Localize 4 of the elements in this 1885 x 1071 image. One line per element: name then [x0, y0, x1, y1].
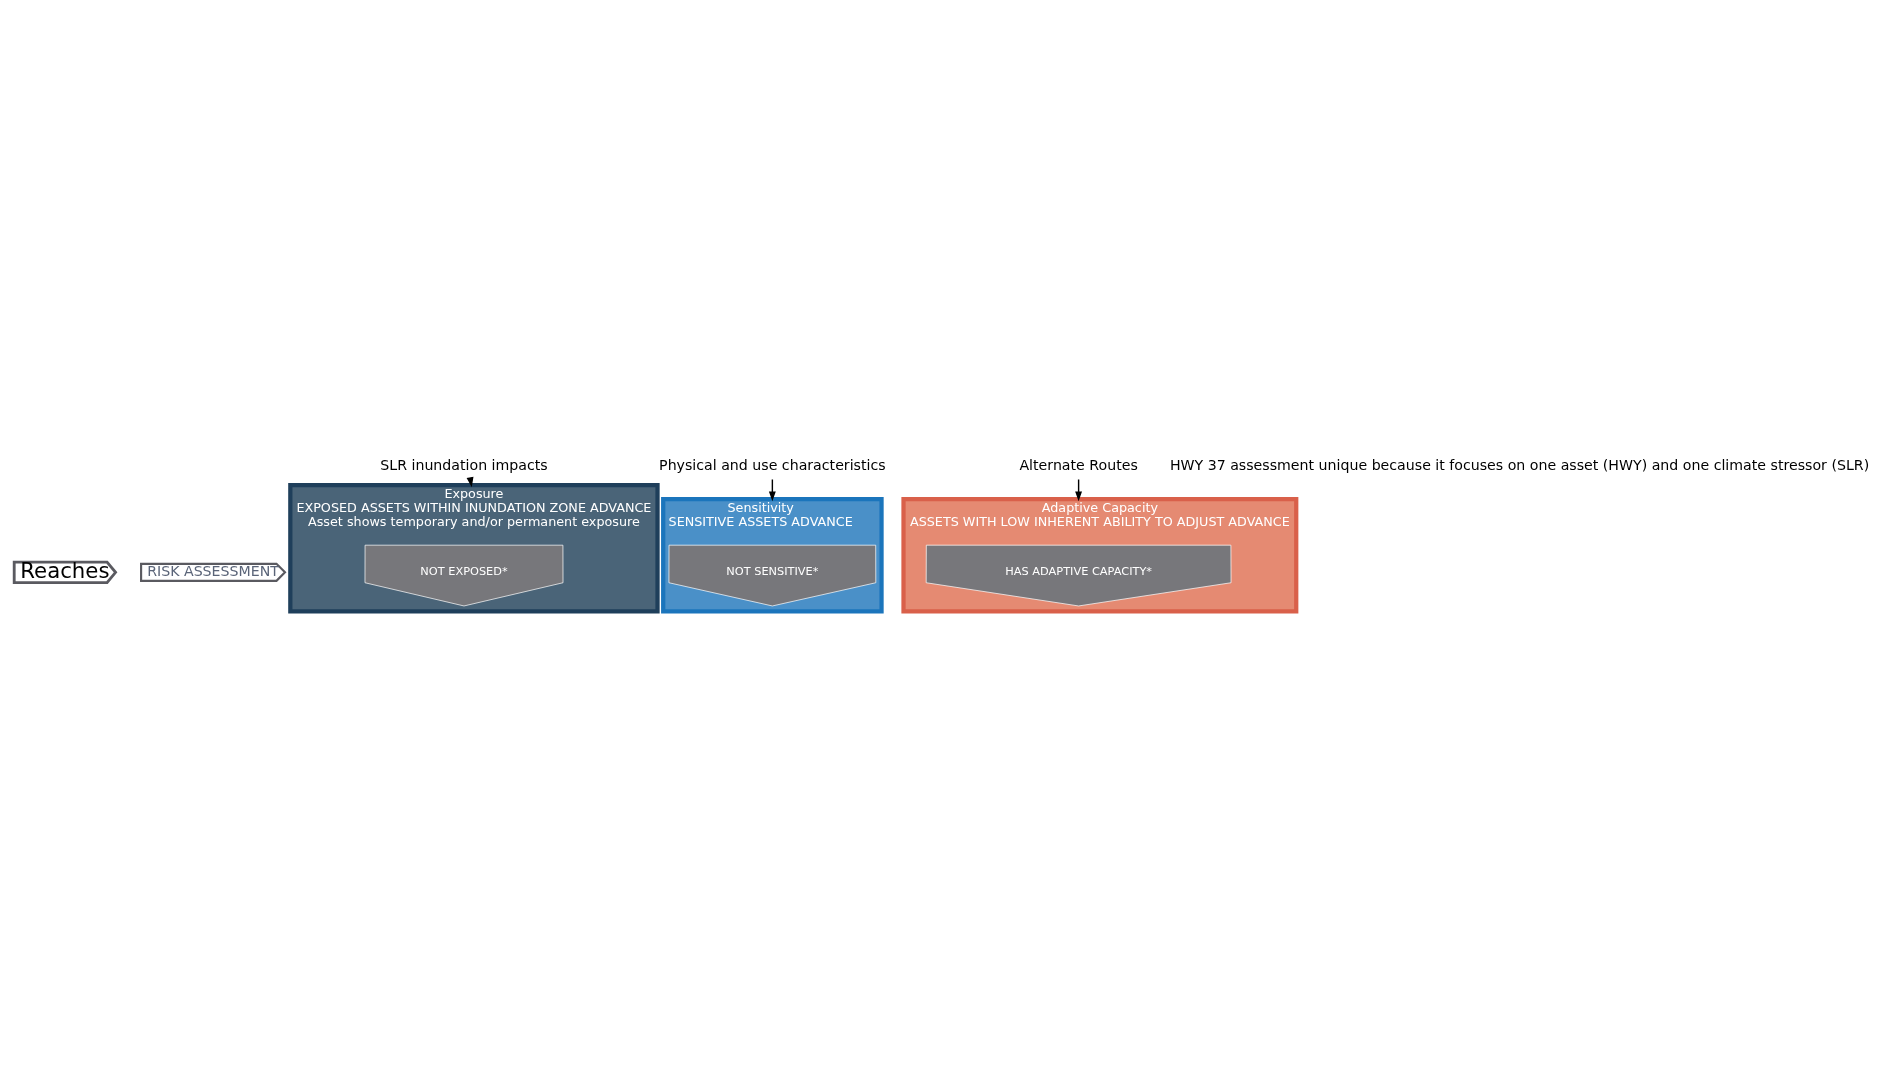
label: HWY 37 assessment unique because it focuses on one asset (HWY) and one climate stressor (SLR) — [1169, 457, 1870, 474]
node-text: SLR inundation impacts — [380, 457, 548, 474]
node-text: Physical and use characteristics — [659, 457, 886, 474]
node-text: Alternate Routes — [1019, 457, 1138, 474]
